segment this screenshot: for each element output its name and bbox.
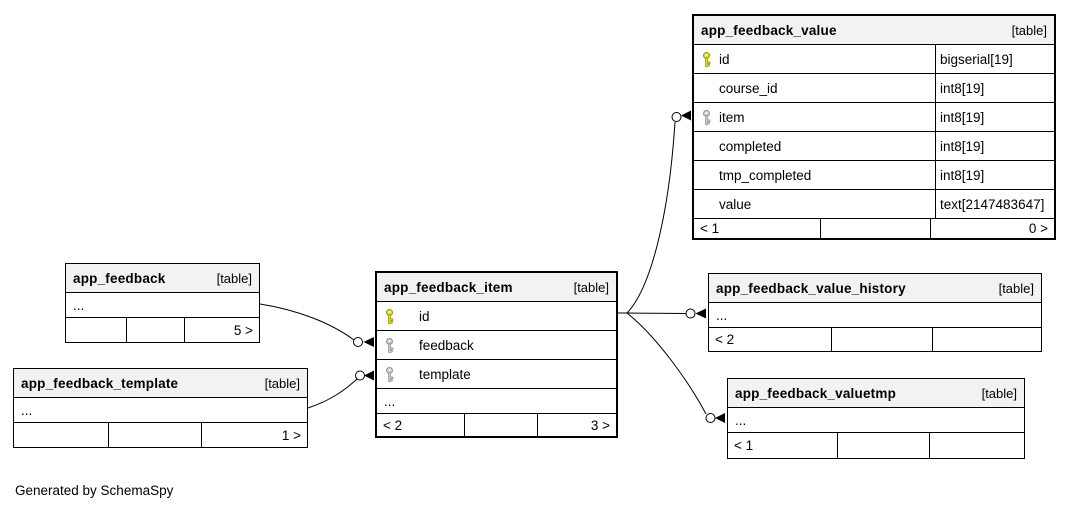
- table-header[interactable]: app_feedback_valuetmp [table]: [728, 379, 1024, 407]
- table-footer: < 1: [728, 432, 1024, 458]
- column-type: bigserial[19]: [935, 45, 1054, 73]
- column-name: feedback: [419, 337, 474, 353]
- table-title: app_feedback: [73, 270, 166, 286]
- foreign-key-icon: [386, 366, 394, 382]
- table-app-feedback-value-history[interactable]: app_feedback_value_history [table] ... <…: [708, 273, 1042, 352]
- column-name: course_id: [719, 80, 778, 96]
- column-row-id: id bigserial[19]: [694, 44, 1054, 73]
- table-footer: < 2: [709, 327, 1041, 351]
- column-name: tmp_completed: [719, 167, 812, 183]
- table-header[interactable]: app_feedback_value [table]: [694, 16, 1054, 44]
- table-tag: [table]: [216, 270, 252, 286]
- primary-key-icon: [386, 308, 394, 324]
- columns-ellipsis-row: ...: [66, 292, 259, 317]
- footer-middle-cell: [832, 328, 933, 351]
- table-app-feedback[interactable]: app_feedback [table] ... 5 >: [65, 263, 260, 343]
- column-name: id: [719, 51, 730, 67]
- footer-parents-count: 0 >: [1028, 221, 1048, 236]
- table-title: app_feedback_template: [21, 375, 179, 391]
- columns-ellipsis-row: ...: [14, 397, 307, 422]
- table-title: app_feedback_value: [701, 22, 837, 38]
- column-name: value: [719, 196, 752, 212]
- column-row-template: template: [377, 359, 616, 388]
- columns-ellipsis-row: ...: [377, 388, 616, 413]
- footer-middle-cell: [109, 423, 202, 447]
- column-row-feedback: feedback: [377, 330, 616, 359]
- columns-ellipsis-row: ...: [728, 407, 1024, 432]
- footer-middle-cell: [465, 414, 538, 436]
- table-app-feedback-template[interactable]: app_feedback_template [table] ... 1 >: [13, 368, 308, 448]
- footer-parents-count: [930, 433, 1024, 458]
- generated-by-caption: Generated by SchemaSpy: [15, 483, 174, 498]
- table-app-feedback-value[interactable]: app_feedback_value [table] id bigserial[…: [692, 14, 1056, 240]
- column-type: int8[19]: [935, 103, 1054, 131]
- table-tag: [table]: [1011, 22, 1047, 38]
- column-row-item: item int8[19]: [694, 102, 1054, 131]
- footer-parents-count: 1 >: [281, 427, 301, 443]
- footer-children-count: [66, 318, 127, 342]
- footer-children-count: < 2: [377, 414, 465, 436]
- table-header[interactable]: app_feedback_value_history [table]: [709, 274, 1041, 302]
- table-header[interactable]: app_feedback [table]: [66, 264, 259, 292]
- footer-children-count: < 1: [694, 219, 821, 238]
- column-type: int8[19]: [935, 132, 1054, 160]
- relationship-feedback: [259, 303, 374, 347]
- table-title: app_feedback_item: [384, 279, 513, 295]
- footer-parents-count: 5 >: [233, 322, 253, 338]
- table-tag: [table]: [981, 385, 1017, 401]
- table-title: app_feedback_value_history: [716, 280, 906, 296]
- table-footer: 5 >: [66, 317, 259, 342]
- table-footer: < 1 0 >: [694, 218, 1054, 238]
- relationship-value-item: [626, 110, 691, 314]
- footer-parents-count: [933, 328, 1041, 351]
- table-header[interactable]: app_feedback_template [table]: [14, 369, 307, 397]
- column-row-value: value text[2147483647]: [694, 189, 1054, 218]
- footer-middle-cell: [838, 433, 930, 458]
- footer-parents-count: 3 >: [590, 417, 610, 433]
- table-tag: [table]: [573, 279, 609, 295]
- columns-ellipsis-row: ...: [709, 302, 1041, 327]
- foreign-key-icon: [386, 337, 394, 353]
- table-header[interactable]: app_feedback_item [table]: [377, 273, 616, 301]
- relationship-value-history: [626, 308, 706, 319]
- column-row-id: id: [377, 301, 616, 330]
- column-name: item: [719, 109, 745, 125]
- column-row-completed: completed int8[19]: [694, 131, 1054, 160]
- primary-key-icon: [703, 51, 711, 67]
- column-type: text[2147483647]: [935, 190, 1054, 218]
- column-type: int8[19]: [935, 74, 1054, 102]
- column-row-tmp-completed: tmp_completed int8[19]: [694, 160, 1054, 189]
- foreign-key-icon: [703, 109, 711, 125]
- table-title: app_feedback_valuetmp: [735, 385, 897, 401]
- footer-children-count: < 2: [709, 328, 832, 351]
- column-row-course-id: course_id int8[19]: [694, 73, 1054, 102]
- table-footer: 1 >: [14, 422, 307, 447]
- table-tag: [table]: [264, 375, 300, 391]
- column-name: id: [419, 308, 430, 324]
- column-name: completed: [719, 138, 782, 154]
- footer-middle-cell: [127, 318, 185, 342]
- column-type: int8[19]: [935, 161, 1054, 189]
- column-name: template: [419, 366, 471, 382]
- table-tag: [table]: [998, 280, 1034, 296]
- footer-middle-cell: [821, 219, 931, 238]
- footer-children-count: [14, 423, 109, 447]
- table-footer: < 2 3 >: [377, 413, 616, 436]
- table-app-feedback-item[interactable]: app_feedback_item [table] id feedback te: [375, 271, 618, 438]
- footer-children-count: < 1: [728, 433, 838, 458]
- table-app-feedback-valuetmp[interactable]: app_feedback_valuetmp [table] ... < 1: [727, 378, 1025, 459]
- relationship-template: [307, 370, 374, 409]
